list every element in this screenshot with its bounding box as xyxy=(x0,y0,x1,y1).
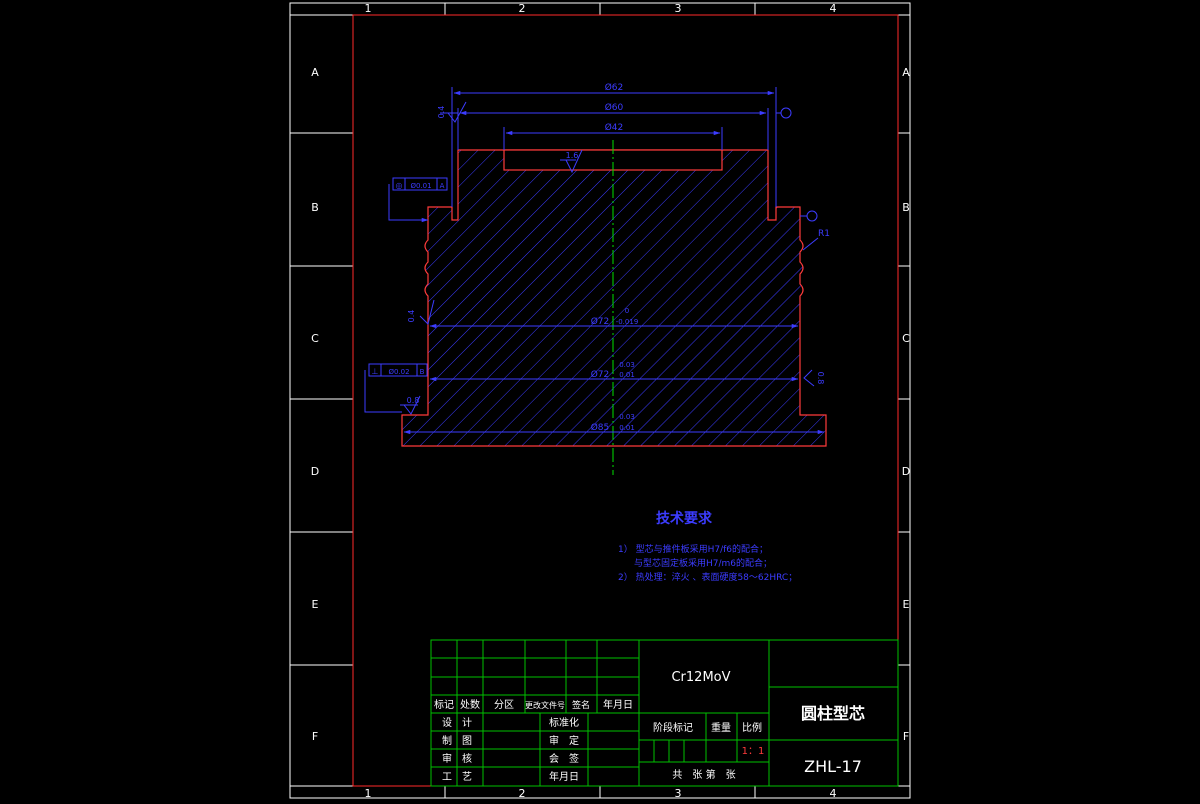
zone-col-top-3: 3 xyxy=(675,2,682,15)
roughness-left-top: 0.4 xyxy=(437,106,446,119)
tolerance-frame-upper: ◎ Ø0.01 A xyxy=(388,177,448,223)
tb-scale-label: 比例 xyxy=(742,721,762,734)
zone-row-left-e: E xyxy=(312,598,319,611)
tb-row-standardization: 标准化 xyxy=(549,716,579,729)
roughness-left-bottom: 0.8 xyxy=(407,396,420,405)
roughness-right-mid: 0.8 xyxy=(816,372,825,385)
tol-upper-symbol: ◎ xyxy=(396,181,403,190)
dim-d72-mid-tol-low: 0.01 xyxy=(619,371,635,379)
tb-header-mark: 标记 xyxy=(434,699,454,711)
roughness-left-mid: 0.4 xyxy=(407,310,416,323)
dim-r1: R1 xyxy=(818,229,830,239)
dim-d85: Ø85 xyxy=(591,422,610,433)
dim-d72-mid: Ø72 xyxy=(591,369,610,380)
dim-d60: Ø60 xyxy=(605,102,624,113)
zone-row-left-b: B xyxy=(311,201,319,214)
tb-material: Cr12MoV xyxy=(671,670,730,685)
tb-header-zone: 分区 xyxy=(494,699,514,711)
tb-header-change-doc: 更改文件号 xyxy=(525,700,565,710)
zone-col-top-4: 4 xyxy=(830,2,837,15)
dim-d85-tol-low: 0.01 xyxy=(619,424,635,432)
zone-row-left-a: A xyxy=(311,66,319,79)
zone-col-top-2: 2 xyxy=(519,2,526,15)
tb-stage-mark: 阶段标记 xyxy=(653,721,693,734)
tb-row-process: 工 艺 xyxy=(442,771,472,783)
tech-req-line-3: 2） 热处理：淬火 、表面硬度58～62HRC； xyxy=(618,571,797,583)
tb-row-approval: 审 定 xyxy=(549,734,579,747)
zone-col-bottom-4: 4 xyxy=(830,787,837,800)
zone-row-right-c: C xyxy=(902,332,910,345)
tol-lower-datum: B xyxy=(420,368,425,376)
tb-scale-value: 1：1 xyxy=(742,746,765,757)
zone-row-right-b: B xyxy=(902,201,910,214)
tb-header-date: 年月日 xyxy=(603,698,633,711)
tb-row-review: 审 核 xyxy=(442,752,472,765)
title-block xyxy=(430,639,899,787)
zone-row-left-f: F xyxy=(312,730,318,743)
tb-row-countersign: 会 签 xyxy=(549,752,579,765)
tb-row-design: 设 计 xyxy=(442,716,472,729)
zone-row-right-d: D xyxy=(902,465,910,478)
tolerance-frame-lower: ⊥ Ø0.02 B xyxy=(364,363,428,413)
core-part-section xyxy=(401,149,827,447)
tol-lower-symbol: ⊥ xyxy=(372,367,379,376)
zone-col-bottom-1: 1 xyxy=(365,787,372,800)
zone-row-right-f: F xyxy=(903,730,909,743)
tb-sheets: 共 张 第 张 xyxy=(672,768,735,781)
dim-d72-top: Ø72 xyxy=(591,316,610,327)
dim-d85-tol-up: 0.03 xyxy=(619,413,635,421)
tech-req-title: 技术要求 xyxy=(656,510,713,527)
tb-header-count: 处数 xyxy=(460,698,480,711)
tol-upper-datum: A xyxy=(440,182,445,190)
tech-req-line-2: 与型芯固定板采用H7/m6的配合； xyxy=(634,557,772,569)
roughness-center: 1.6 xyxy=(566,151,579,160)
technical-requirements: 技术要求 1） 型芯与推件板采用H7/f6的配合； 与型芯固定板采用H7/m6的… xyxy=(618,510,797,583)
tb-row-drafting: 制 图 xyxy=(442,734,472,747)
datum-markers xyxy=(776,107,818,222)
zone-row-left-d: D xyxy=(311,465,319,478)
zone-row-right-a: A xyxy=(902,66,910,79)
roughness-symbols xyxy=(400,101,815,415)
dim-d72-top-tol-up: 0 xyxy=(625,307,629,315)
dim-d62: Ø62 xyxy=(605,82,624,93)
tb-part-name: 圆柱型芯 xyxy=(801,704,865,723)
dim-d72-mid-tol-up: 0.03 xyxy=(619,361,635,369)
zone-col-top-1: 1 xyxy=(365,2,372,15)
zone-col-bottom-3: 3 xyxy=(675,787,682,800)
zone-row-right-e: E xyxy=(903,598,910,611)
tb-row-date: 年月日 xyxy=(549,770,579,783)
zone-row-left-c: C xyxy=(311,332,319,345)
tb-drawing-number: ZHL-17 xyxy=(804,757,862,776)
dimension-lines xyxy=(403,87,825,435)
dim-d72-top-tol-low: -0.019 xyxy=(616,318,639,326)
tb-header-signature: 签名 xyxy=(572,699,590,711)
tol-lower-value: Ø0.02 xyxy=(388,368,409,376)
zone-col-bottom-2: 2 xyxy=(519,787,526,800)
tech-req-line-1: 1） 型芯与推件板采用H7/f6的配合； xyxy=(618,543,768,555)
dim-d42: Ø42 xyxy=(605,122,624,133)
tol-upper-value: Ø0.01 xyxy=(410,182,431,190)
tb-weight: 重量 xyxy=(711,721,731,734)
